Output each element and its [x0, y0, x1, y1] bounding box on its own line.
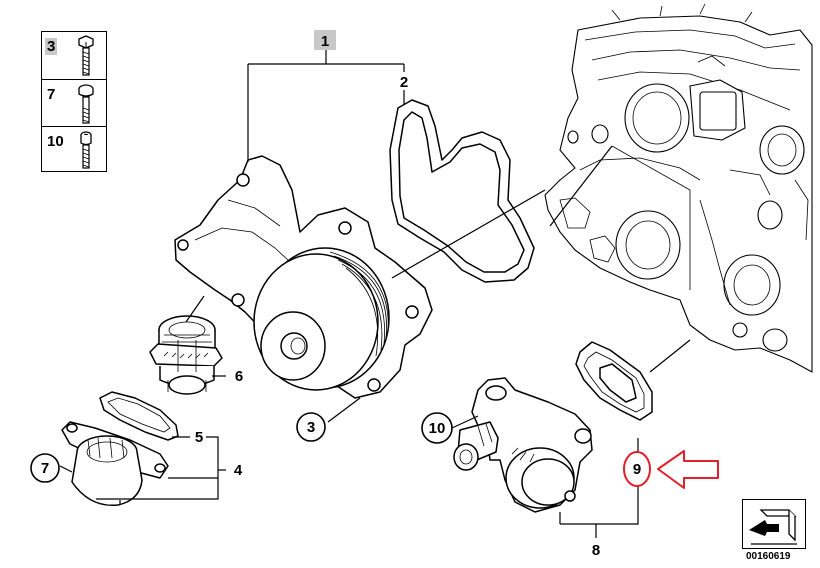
fastener-number: 10	[47, 133, 64, 150]
callout-2-label: 2	[400, 74, 408, 91]
round-head-bolt-icon	[78, 84, 94, 124]
callout-5[interactable]: 5	[195, 429, 203, 446]
callout-4-label: 4	[234, 462, 243, 479]
fastener-number: 3	[45, 38, 58, 55]
highlight-arrow-icon	[657, 450, 719, 489]
catalog-logo	[742, 499, 806, 549]
callout-4[interactable]: 4	[234, 462, 243, 479]
callout-3[interactable]: 3	[296, 412, 326, 442]
thermostat-gasket[interactable]	[99, 391, 179, 441]
callout-7[interactable]: 7	[30, 453, 60, 483]
callout-10[interactable]: 10	[421, 412, 453, 444]
connector-gasket[interactable]	[575, 341, 653, 421]
engine-block	[544, 3, 813, 373]
fastener-row[interactable]: 10	[42, 126, 106, 174]
arrow-logo-icon	[749, 509, 797, 545]
highlight-circle	[623, 451, 651, 487]
callout-6[interactable]: 6	[235, 368, 243, 385]
diagram-id: 00160619	[746, 551, 791, 562]
socket-head-bolt-icon	[80, 131, 92, 169]
thermostat[interactable]	[149, 315, 223, 395]
hex-bolt-icon	[78, 35, 94, 76]
callout-9[interactable]: 9	[623, 451, 651, 487]
thermostat-cover[interactable]	[61, 421, 169, 507]
water-pump[interactable]	[174, 155, 433, 399]
coolant-connector[interactable]	[453, 377, 593, 513]
water-pump-gasket[interactable]	[389, 99, 535, 283]
callout-5-label: 5	[195, 429, 203, 446]
callout-9-label: 9	[633, 461, 641, 478]
fastener-legend: 3 7 10	[41, 31, 107, 172]
callout-6-label: 6	[235, 368, 243, 385]
fastener-row[interactable]: 7	[42, 79, 106, 127]
callout-8-label: 8	[592, 542, 600, 559]
callout-1[interactable]: 1	[314, 30, 336, 50]
fastener-row[interactable]: 3	[42, 32, 106, 79]
callout-2[interactable]: 2	[400, 74, 408, 91]
callout-3-label: 3	[307, 419, 315, 436]
leader-lines	[59, 50, 691, 538]
callout-10-label: 10	[429, 420, 446, 437]
callout-7-label: 7	[41, 460, 49, 477]
callout-1-label: 1	[321, 33, 329, 50]
callout-8[interactable]: 8	[592, 542, 600, 559]
fastener-number: 7	[47, 86, 56, 103]
